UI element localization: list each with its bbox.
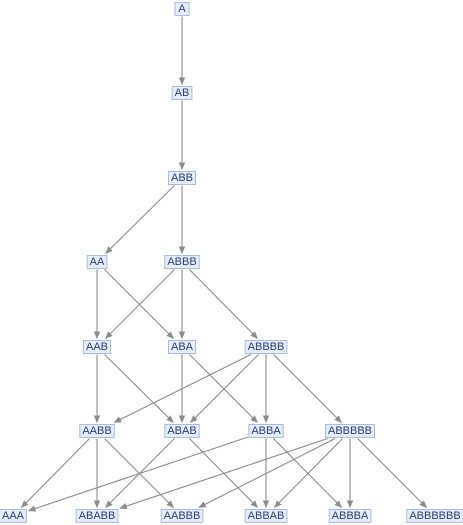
- node-box: [79, 424, 115, 438]
- node-label: AAB: [86, 341, 108, 353]
- node-label: ABA: [171, 341, 194, 353]
- node-label: AB: [175, 87, 190, 99]
- node-abbbbb: ABBBBB: [325, 424, 375, 438]
- node-box: [0, 509, 27, 523]
- node-label: ABBBB: [248, 341, 285, 353]
- edge-abbbbb-to-abbbbbb: [357, 438, 427, 508]
- node-box: [328, 509, 372, 523]
- node-label: ABBA: [251, 425, 281, 437]
- node-label: ABAB: [167, 425, 196, 437]
- edge-abba-to-abbba: [273, 438, 342, 508]
- node-box: [325, 424, 375, 438]
- node-box: [164, 424, 200, 438]
- node-ababb: ABABB: [75, 509, 119, 523]
- node-abbb: ABBB: [164, 255, 200, 269]
- node-box: [248, 424, 284, 438]
- node-label: ABBBBBB: [409, 510, 460, 522]
- node-label: ABBAB: [248, 510, 285, 522]
- node-aab: AAB: [83, 340, 111, 354]
- edge-aba-to-abba: [189, 354, 258, 423]
- edge-abbbbb-to-ababb: [119, 437, 328, 510]
- node-box: [164, 255, 200, 269]
- edge-abbb-to-abbbb: [189, 269, 258, 339]
- edge-aabb-to-aabbb: [104, 438, 174, 508]
- node-label: ABABB: [79, 510, 116, 522]
- edge-abbbb-to-abbbbb: [273, 354, 342, 423]
- node-aba: ABA: [168, 340, 196, 354]
- node-aabb: AABB: [79, 424, 115, 438]
- edge-abbb-to-aab: [105, 269, 175, 339]
- node-box: [244, 509, 288, 523]
- node-label: ABBBBB: [328, 425, 372, 437]
- node-label: AA: [90, 256, 105, 268]
- node-box: [406, 509, 463, 523]
- node-a: A: [174, 2, 190, 16]
- node-abab: ABAB: [164, 424, 200, 438]
- edge-aa-to-aba: [104, 269, 174, 339]
- node-label: AABBB: [164, 510, 201, 522]
- node-aabbb: AABBB: [160, 509, 204, 523]
- edge-abbbbb-to-aabbb: [198, 438, 336, 508]
- node-abbbb: ABBBB: [244, 340, 288, 354]
- node-label: AAA: [2, 510, 25, 522]
- edge-abbbb-to-aabb: [113, 354, 252, 423]
- node-box: [168, 171, 196, 185]
- edge-abbbb-to-abab: [190, 354, 259, 423]
- node-abbba: ABBBA: [328, 509, 372, 523]
- node-abbbbbb: ABBBBBB: [406, 509, 463, 523]
- node-label: ABB: [171, 172, 193, 184]
- node-box: [83, 340, 111, 354]
- edge-aab-to-abab: [104, 354, 174, 423]
- node-ab: AB: [171, 86, 193, 100]
- edge-aabb-to-aaa: [21, 438, 90, 508]
- node-box: [174, 2, 190, 16]
- node-aaa: AAA: [0, 509, 27, 523]
- node-box: [168, 340, 196, 354]
- node-box: [171, 86, 193, 100]
- node-box: [160, 509, 204, 523]
- node-label: A: [178, 3, 186, 15]
- node-box: [244, 340, 288, 354]
- node-abbab: ABBAB: [244, 509, 288, 523]
- node-label: ABBBA: [332, 510, 369, 522]
- edges-layer: [21, 16, 427, 512]
- node-label: ABBB: [167, 256, 196, 268]
- node-box: [86, 255, 108, 269]
- node-box: [75, 509, 119, 523]
- node-abb: ABB: [168, 171, 196, 185]
- node-label: AABB: [82, 425, 111, 437]
- edge-abbbbb-to-abbab: [274, 438, 343, 508]
- node-abba: ABBA: [248, 424, 284, 438]
- edge-abb-to-aa: [105, 185, 175, 254]
- node-aa: AA: [86, 255, 108, 269]
- edge-abba-to-aaa: [28, 436, 248, 512]
